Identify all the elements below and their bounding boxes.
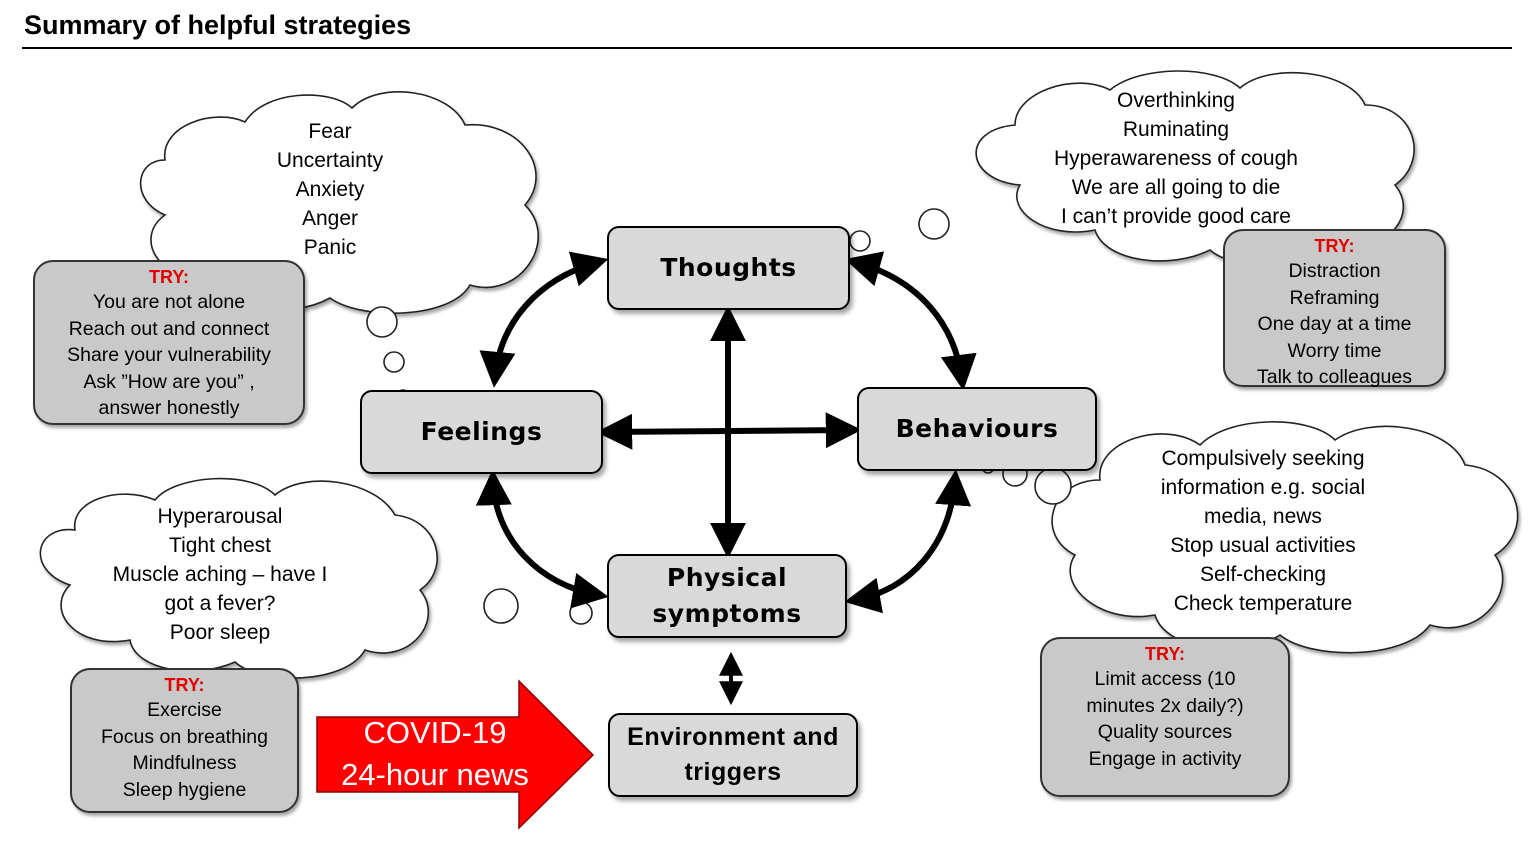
thoughts-try-box: TRY: Distraction Reframing One day at a … bbox=[1223, 229, 1446, 388]
cloud-line: got a fever? bbox=[164, 592, 276, 615]
behaviours-bubble-large bbox=[1034, 467, 1072, 505]
cloud-line: Check temperature bbox=[1173, 592, 1353, 615]
cloud-line: Tight chest bbox=[169, 534, 271, 557]
cloud-line: Anger bbox=[301, 207, 359, 230]
cloud-line: Compulsively seeking bbox=[1161, 447, 1365, 470]
physical-bubble-medium bbox=[569, 601, 593, 625]
try-item: Talk to colleagues bbox=[1256, 366, 1412, 388]
cloud-line: Poor sleep bbox=[169, 621, 271, 644]
node-label: Feelings bbox=[420, 417, 543, 446]
arrow-thoughts-feelings bbox=[479, 251, 609, 388]
cloud-line: Muscle aching – have I bbox=[112, 563, 328, 586]
cloud-line: information e.g. social bbox=[1160, 476, 1366, 499]
try-item: Worry time bbox=[1287, 339, 1382, 362]
physical-symptoms-node: Physical symptoms bbox=[607, 554, 847, 638]
thoughts-cloud-text: Overthinking Ruminating Hyperawareness o… bbox=[1036, 86, 1316, 231]
node-label: Physical bbox=[666, 563, 788, 592]
environment-triggers-node: Environment and triggers bbox=[608, 713, 858, 797]
try-item: Limit access (10 bbox=[1094, 668, 1236, 690]
try-item: Share your vulnerability bbox=[67, 344, 271, 366]
covid-arrow-label: COVID-19 24-hour news bbox=[317, 712, 553, 796]
behaviours-try-box: TRY: Limit access (10 minutes 2x daily?)… bbox=[1040, 637, 1290, 797]
thoughts-bubble-large bbox=[918, 208, 950, 240]
covid-arrow-shape bbox=[316, 679, 595, 830]
node-label: Environment and bbox=[627, 723, 839, 751]
try-item: One day at a time bbox=[1257, 313, 1412, 335]
feelings-cloud-text: Fear Uncertainty Anxiety Anger Panic bbox=[230, 117, 430, 262]
cloud-line: Hyperawareness of cough bbox=[1054, 147, 1298, 170]
cloud-line: Overthinking bbox=[1117, 89, 1235, 112]
node-label: Behaviours bbox=[895, 414, 1059, 443]
physical-try-box: TRY: Exercise Focus on breathing Mindful… bbox=[70, 668, 299, 813]
try-item: Sleep hygiene bbox=[122, 778, 247, 801]
cloud-line: We are all going to die bbox=[1071, 176, 1281, 199]
covid-line: 24-hour news bbox=[341, 757, 529, 792]
try-item: Reach out and connect bbox=[68, 317, 270, 340]
cloud-line: Hyperarousal bbox=[157, 505, 283, 528]
try-item: answer honestly bbox=[98, 397, 240, 419]
try-header: TRY: bbox=[164, 675, 205, 695]
try-header: TRY: bbox=[149, 267, 189, 287]
cloud-line: media, news bbox=[1204, 505, 1322, 528]
behaviours-cloud-text: Compulsively seeking information e.g. so… bbox=[1133, 444, 1393, 618]
try-header: TRY: bbox=[1314, 236, 1355, 256]
try-item: Distraction bbox=[1288, 260, 1381, 282]
try-item: Mindfulness bbox=[132, 752, 237, 774]
thoughts-bubble-medium bbox=[849, 230, 871, 252]
physical-bubble-large bbox=[483, 588, 519, 624]
arrow-thoughts-behaviours bbox=[844, 251, 977, 391]
cloud-line: Self-checking bbox=[1199, 563, 1327, 586]
try-item: Exercise bbox=[147, 699, 222, 721]
cloud-line: Ruminating bbox=[1122, 118, 1230, 141]
physical-cloud-text: Hyperarousal Tight chest Muscle aching –… bbox=[95, 502, 345, 647]
feelings-node: Feelings bbox=[360, 390, 603, 474]
try-item: minutes 2x daily?) bbox=[1086, 694, 1244, 717]
page-title: Summary of helpful strategies bbox=[24, 10, 412, 40]
arrow-feelings-physical bbox=[475, 469, 609, 609]
behaviours-node: Behaviours bbox=[857, 387, 1097, 471]
connector-arrows bbox=[475, 251, 977, 614]
feelings-try-box: TRY: You are not alone Reach out and con… bbox=[33, 260, 305, 425]
cloud-line: Fear bbox=[308, 120, 352, 143]
cloud-line: I can’t provide good care bbox=[1061, 205, 1291, 228]
arrow-behaviours-physical bbox=[844, 469, 971, 614]
feelings-bubble-large bbox=[366, 306, 398, 338]
cloud-line: Panic bbox=[303, 236, 357, 259]
thoughts-node: Thoughts bbox=[607, 226, 850, 310]
cloud-line: Anxiety bbox=[295, 178, 365, 201]
try-item: Reframing bbox=[1289, 286, 1380, 309]
try-header: TRY: bbox=[1145, 644, 1185, 664]
try-item: Ask ”How are you” , bbox=[83, 370, 255, 393]
title-underline bbox=[22, 47, 1512, 49]
covid-line: COVID-19 bbox=[363, 715, 507, 750]
try-item: Focus on breathing bbox=[101, 725, 268, 748]
behaviours-thought-cloud bbox=[1051, 421, 1519, 654]
cloud-line: Uncertainty bbox=[276, 149, 384, 172]
try-item: Engage in activity bbox=[1088, 747, 1242, 770]
try-item: Quality sources bbox=[1097, 721, 1233, 743]
feelings-bubble-medium bbox=[383, 351, 405, 373]
thoughts-thought-cloud bbox=[975, 70, 1415, 267]
cloud-line: Stop usual activities bbox=[1170, 534, 1356, 557]
try-item: You are not alone bbox=[92, 291, 246, 313]
node-label: triggers bbox=[684, 758, 782, 786]
node-label: symptoms bbox=[652, 599, 802, 628]
physical-thought-cloud bbox=[39, 477, 438, 679]
node-label: Thoughts bbox=[660, 253, 797, 282]
